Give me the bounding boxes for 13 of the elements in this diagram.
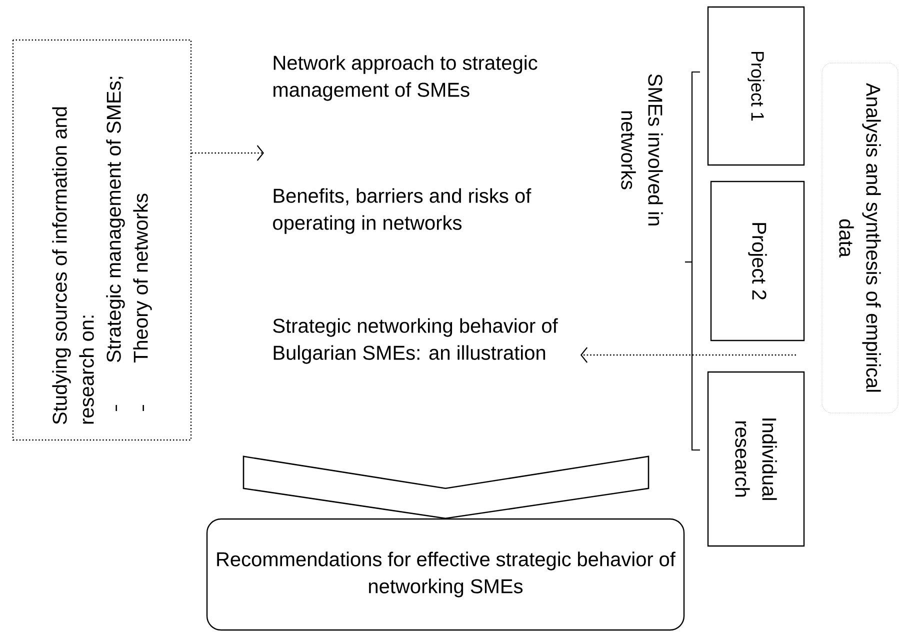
project-box: Individual research [707, 371, 805, 547]
group-label: SMEs involved in networks [621, 74, 663, 226]
topic-text: Network approach to strategic management of SMEs [274, 55, 538, 101]
project-box: Project 1 [707, 6, 805, 166]
analysis-box: Analysis and synthesis of empirical data [822, 62, 898, 414]
arrow [580, 347, 796, 363]
chevron-arrow [242, 456, 650, 520]
topic-text: Strategic networking behavior of Bulgarian SMEs: an illustration [273, 318, 558, 364]
topic-text: Benefits, barriers and risks of operating in networks [273, 188, 532, 234]
project-box: Project 2 [710, 180, 805, 342]
source-box: Studying sources of information and research on: Strategic management of SMEs; Theory of networks [12, 39, 192, 441]
result-box: Recommendations for effective strategic behavior of networking SMEs [206, 518, 685, 631]
arrow [192, 145, 264, 161]
